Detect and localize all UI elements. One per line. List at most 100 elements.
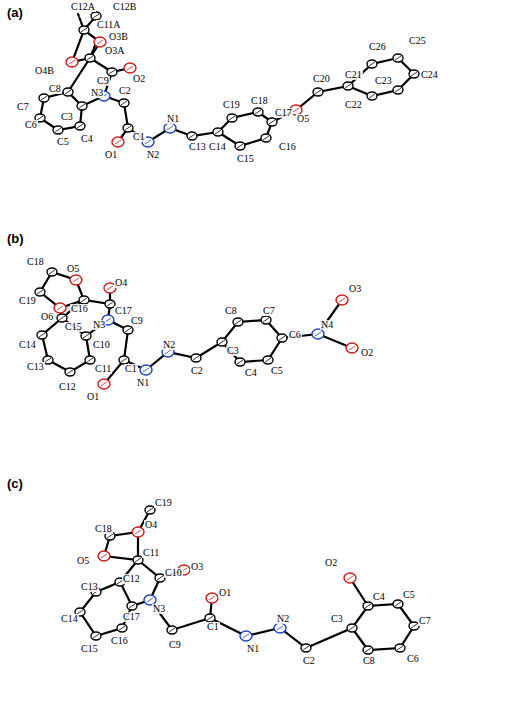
atom-ellipse: [53, 126, 63, 134]
atom-label: C1: [124, 364, 138, 374]
octant-line: [265, 358, 271, 362]
atom-label: O1: [218, 588, 232, 598]
atom-ellipse: [274, 623, 286, 633]
octant-line: [349, 346, 355, 350]
octant-line: [121, 358, 127, 362]
atom-ellipse: [227, 114, 237, 122]
octant-line: [101, 382, 107, 386]
atom-label: C6: [288, 330, 302, 340]
octant-line: [339, 298, 345, 302]
atom-label: C12B: [112, 2, 137, 12]
atom-label: C15: [236, 154, 255, 164]
atom-label: C13: [80, 582, 99, 592]
atom-label: O5: [296, 114, 310, 124]
atom-ellipse: [187, 132, 197, 140]
octant-line: [147, 598, 153, 602]
octant-line: [37, 116, 43, 120]
octant-line: [189, 134, 195, 138]
atom-label: C7: [16, 102, 30, 112]
octant-line: [215, 130, 221, 134]
atom-ellipse: [393, 86, 403, 94]
atom-label: C10: [92, 340, 111, 350]
octant-line: [143, 368, 149, 372]
atom-ellipse: [70, 275, 82, 285]
atom-label: C9: [96, 76, 110, 86]
atom-ellipse: [98, 379, 110, 389]
octant-line: [39, 333, 45, 337]
atom-label: C2: [302, 656, 316, 666]
atom-label: O5: [76, 556, 90, 566]
atom-label: N1: [136, 378, 150, 388]
atom-label: C24: [420, 70, 439, 80]
octant-line: [121, 101, 127, 105]
atom-label: C6: [406, 654, 420, 664]
atom-label: C26: [368, 42, 387, 52]
octant-line: [229, 116, 235, 120]
atom-ellipse: [240, 631, 252, 641]
atom-ellipse: [63, 88, 73, 96]
atom-label: N3: [90, 88, 104, 98]
atom-label: C14: [60, 614, 79, 624]
atom-ellipse: [123, 326, 133, 334]
atom-ellipse: [117, 624, 127, 632]
octant-line: [365, 648, 371, 652]
atom-label: C23: [374, 76, 393, 86]
octant-line: [255, 110, 261, 114]
atom-ellipse: [344, 573, 356, 583]
atom-label: O1: [86, 392, 100, 402]
atom-ellipse: [91, 12, 101, 20]
atom-label: N4: [320, 320, 334, 330]
atom-label: C19: [222, 100, 241, 110]
atom-label: C2: [118, 86, 132, 96]
atom-label: C5: [402, 590, 416, 600]
atom-label: O6: [40, 312, 54, 322]
atom-ellipse: [119, 99, 129, 107]
atom-ellipse: [363, 646, 373, 654]
atom-label: O3B: [108, 32, 129, 42]
octant-line: [349, 626, 355, 630]
octant-line: [81, 298, 87, 302]
atom-label: C3: [226, 346, 240, 356]
atom-label: C16: [70, 304, 89, 314]
atom-ellipse: [313, 88, 323, 96]
octant-line: [57, 306, 63, 310]
octant-line: [395, 88, 401, 92]
atom-label: C9: [130, 316, 144, 326]
atom-ellipse: [127, 602, 137, 610]
atom-label: C17: [122, 612, 141, 622]
atom-label: O2: [360, 348, 374, 358]
octant-line: [67, 370, 73, 374]
atom-ellipse: [367, 92, 377, 100]
atom-label: N3: [92, 320, 106, 330]
atom-ellipse: [263, 356, 273, 364]
octant-line: [65, 90, 71, 94]
octant-line: [41, 96, 47, 100]
octant-line: [37, 290, 43, 294]
atom-ellipse: [409, 70, 419, 78]
atom-label: C10: [164, 568, 183, 578]
octant-line: [157, 576, 163, 580]
octant-line: [87, 358, 93, 362]
atom-ellipse: [75, 122, 85, 130]
atom-label: C14: [18, 340, 37, 350]
atom-ellipse: [164, 123, 176, 133]
octant-line: [165, 350, 171, 354]
atom-ellipse: [98, 551, 110, 561]
panel-label: (a): [6, 6, 24, 19]
atom-label: C22: [344, 100, 363, 110]
octant-line: [125, 126, 131, 130]
atom-label: O4: [144, 520, 158, 530]
atom-label: N3: [152, 604, 166, 614]
bond-lines: [40, 14, 414, 650]
atom-label: C14: [208, 142, 227, 152]
atom-ellipse: [191, 354, 201, 362]
atom-ellipse: [395, 644, 405, 652]
atom-label: C8: [48, 84, 62, 94]
atom-label: C18: [250, 96, 269, 106]
atom-ellipse: [57, 314, 67, 322]
octant-line: [167, 126, 173, 130]
atom-label: O3: [348, 284, 362, 294]
atom-label: C15: [64, 322, 83, 332]
octant-line: [115, 140, 121, 144]
octant-line: [193, 356, 199, 360]
